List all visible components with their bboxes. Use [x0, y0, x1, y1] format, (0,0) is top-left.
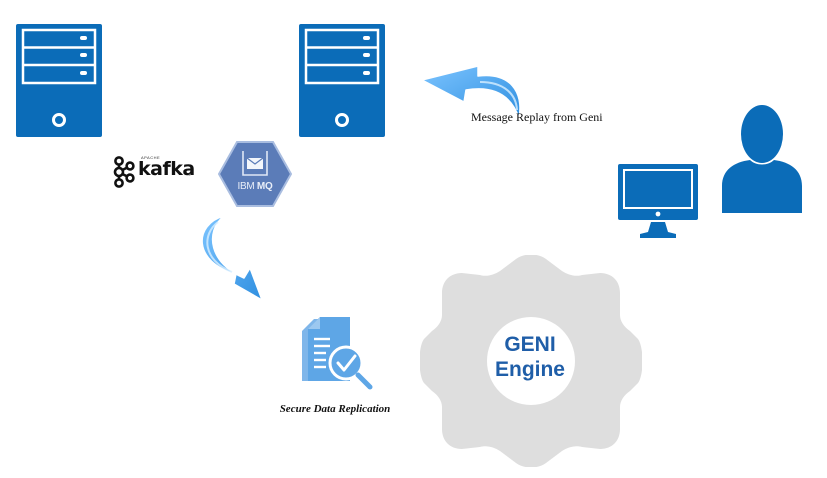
hexagon-icon: [218, 141, 292, 207]
user-icon: [722, 105, 802, 213]
kafka-registered-mark: ®: [188, 172, 191, 177]
engine-label-line1: GENI: [504, 333, 556, 356]
replay-arrow-icon: [421, 65, 521, 119]
check-icon: [336, 354, 357, 372]
ibm-mq-label: IBM MQ: [237, 181, 273, 192]
monitor-icon: [618, 164, 698, 238]
replay-caption: Message Replay from Geni: [471, 110, 603, 124]
server-icon: [299, 24, 385, 137]
secure-replication-caption: Secure Data Replication: [279, 403, 391, 415]
kafka-logo: APACHE kafka ®: [112, 155, 195, 189]
kafka-wordmark: kafka: [138, 158, 195, 180]
gear-icon: [420, 255, 642, 467]
geni-engine: GENI Engine: [420, 255, 642, 467]
engine-label-line2: Engine: [494, 358, 565, 381]
document-check-icon: [302, 317, 373, 390]
kafka-apache-label: APACHE: [141, 155, 161, 160]
engine-label: GENI Engine: [480, 332, 580, 382]
engine-hub: [487, 317, 575, 405]
server-icon: [16, 24, 102, 137]
kafka-nodes-icon: [113, 156, 135, 188]
ibm-mq-logo: IBM MQ: [218, 141, 292, 207]
replication-arrow-icon: [201, 215, 263, 301]
